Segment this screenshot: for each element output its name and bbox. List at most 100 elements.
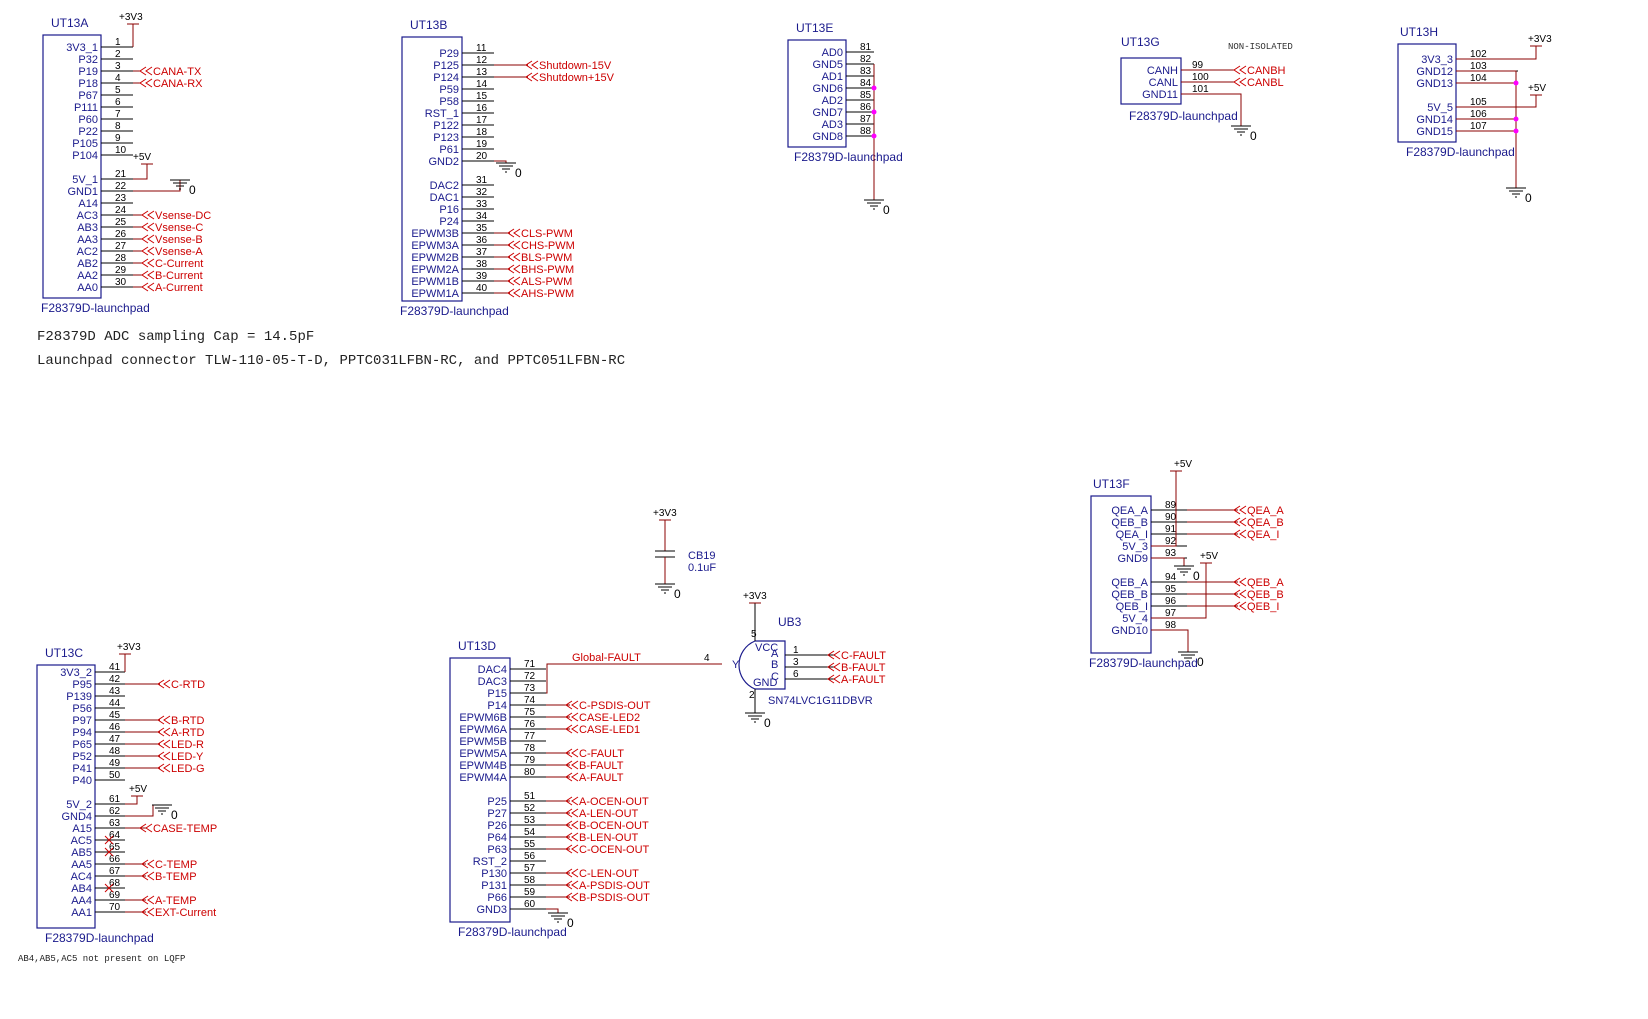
wire	[1151, 557, 1185, 566]
net-arrow	[141, 859, 149, 869]
net-arrow	[147, 895, 155, 905]
pin-number: 2	[115, 49, 121, 60]
pin-name: P26	[487, 820, 507, 832]
net-label: C-Current	[155, 258, 203, 270]
net-label: A-FAULT	[841, 674, 886, 686]
net-arrow	[147, 246, 155, 256]
wire	[494, 160, 507, 163]
pin-name: EPWM2B	[411, 252, 459, 264]
adc-note: F28379D ADC sampling Cap = 14.5pF	[37, 329, 314, 345]
net-arrow	[145, 66, 153, 76]
pin-number: 64	[109, 830, 121, 841]
net-arrow	[139, 823, 147, 833]
net-arrow	[571, 868, 579, 878]
net-arrow	[139, 78, 147, 88]
part-footer: F28379D-launchpad	[458, 925, 567, 939]
net-label: B-FAULT	[841, 662, 886, 674]
net-arrow	[1233, 65, 1241, 75]
pin-number: 52	[524, 803, 536, 814]
pin-name: CANL	[1149, 77, 1178, 89]
net-arrow	[827, 662, 835, 672]
pin-number: 79	[524, 755, 536, 766]
net-label: CANBL	[1247, 77, 1284, 89]
pin-number: 95	[1165, 584, 1177, 595]
net-arrow	[565, 712, 573, 722]
net-arrow	[571, 796, 579, 806]
lqfp-note: AB4,AB5,AC5 not present on LQFP	[18, 954, 185, 964]
pin-number: 18	[476, 127, 488, 138]
net-arrow	[571, 712, 579, 722]
junction-dot	[1513, 80, 1519, 86]
net-arrow	[147, 859, 155, 869]
pin-number: 40	[476, 283, 488, 294]
pin-number: 17	[476, 115, 488, 126]
pin-number: 34	[476, 211, 488, 222]
pin-number: 43	[109, 686, 121, 697]
net-label: QEB_A	[1247, 577, 1284, 589]
net-arrow	[157, 715, 165, 725]
gate-pin-vcc: VCC	[755, 642, 778, 654]
pin-name: P65	[72, 739, 92, 751]
pin-number: 51	[524, 791, 536, 802]
part-body	[449, 657, 511, 923]
pin-name: AC4	[71, 871, 92, 883]
junction-dot	[1513, 116, 1519, 122]
net-arrow	[141, 222, 149, 232]
net-arrow	[565, 880, 573, 890]
net-arrow	[157, 679, 165, 689]
pin-name: AD3	[822, 119, 843, 131]
pin-number: 104	[1470, 73, 1487, 84]
pin-name: GND2	[428, 156, 459, 168]
pin-number: 26	[115, 229, 127, 240]
pin-name: P58	[439, 96, 459, 108]
net-label: Vsense-DC	[155, 210, 211, 222]
net-arrow	[157, 751, 165, 761]
net-arrow	[565, 832, 573, 842]
pin-name: 5V_5	[1427, 102, 1453, 114]
pin-number: 33	[476, 199, 488, 210]
pin-name: P56	[72, 703, 92, 715]
pin-number: 22	[115, 181, 127, 192]
pin-number: 48	[109, 746, 121, 757]
net-label: AHS-PWM	[521, 288, 574, 300]
net-arrow	[141, 210, 149, 220]
pin-number: 81	[860, 42, 872, 53]
pin-name: AC5	[71, 835, 92, 847]
gate-pin-num: 3	[793, 657, 799, 668]
power-label: +5V	[129, 784, 147, 795]
pin-number: 73	[524, 683, 536, 694]
net-label: CANBH	[1247, 65, 1286, 77]
part-footer: F28379D-launchpad	[1129, 109, 1238, 123]
pin-number: 96	[1165, 596, 1177, 607]
power-label: +3V3	[653, 508, 677, 519]
net-arrow	[833, 662, 841, 672]
net-arrow	[1233, 589, 1241, 599]
junction-dot	[871, 109, 877, 115]
gate-part: SN74LVC1G11DBVR	[768, 695, 873, 707]
gate-pin-y: Y	[732, 659, 740, 671]
net-arrow	[163, 727, 171, 737]
pin-name: GND9	[1117, 553, 1148, 565]
pin-number: 37	[476, 247, 488, 258]
net-arrow	[141, 234, 149, 244]
pin-number: 63	[109, 818, 121, 829]
net-arrow	[507, 264, 515, 274]
net-arrow	[141, 871, 149, 881]
part-ref: UT13G	[1121, 35, 1160, 49]
pin-name: P29	[439, 48, 459, 60]
net-arrow	[163, 679, 171, 689]
gate-ref: UB3	[778, 615, 802, 629]
pin-number: 50	[109, 770, 121, 781]
pin-name: EPWM6B	[459, 712, 507, 724]
pin-name: EPWM1A	[411, 288, 459, 300]
net-arrow	[565, 892, 573, 902]
pin-name: P60	[78, 114, 98, 126]
pin-number: 7	[115, 109, 121, 120]
wire	[1151, 471, 1177, 547]
net-arrow	[163, 751, 171, 761]
pin-number: 39	[476, 271, 488, 282]
pin-number: 97	[1165, 608, 1177, 619]
pin-number: 86	[860, 102, 872, 113]
pin-name: P125	[433, 60, 459, 72]
pin-number: 89	[1165, 500, 1177, 511]
